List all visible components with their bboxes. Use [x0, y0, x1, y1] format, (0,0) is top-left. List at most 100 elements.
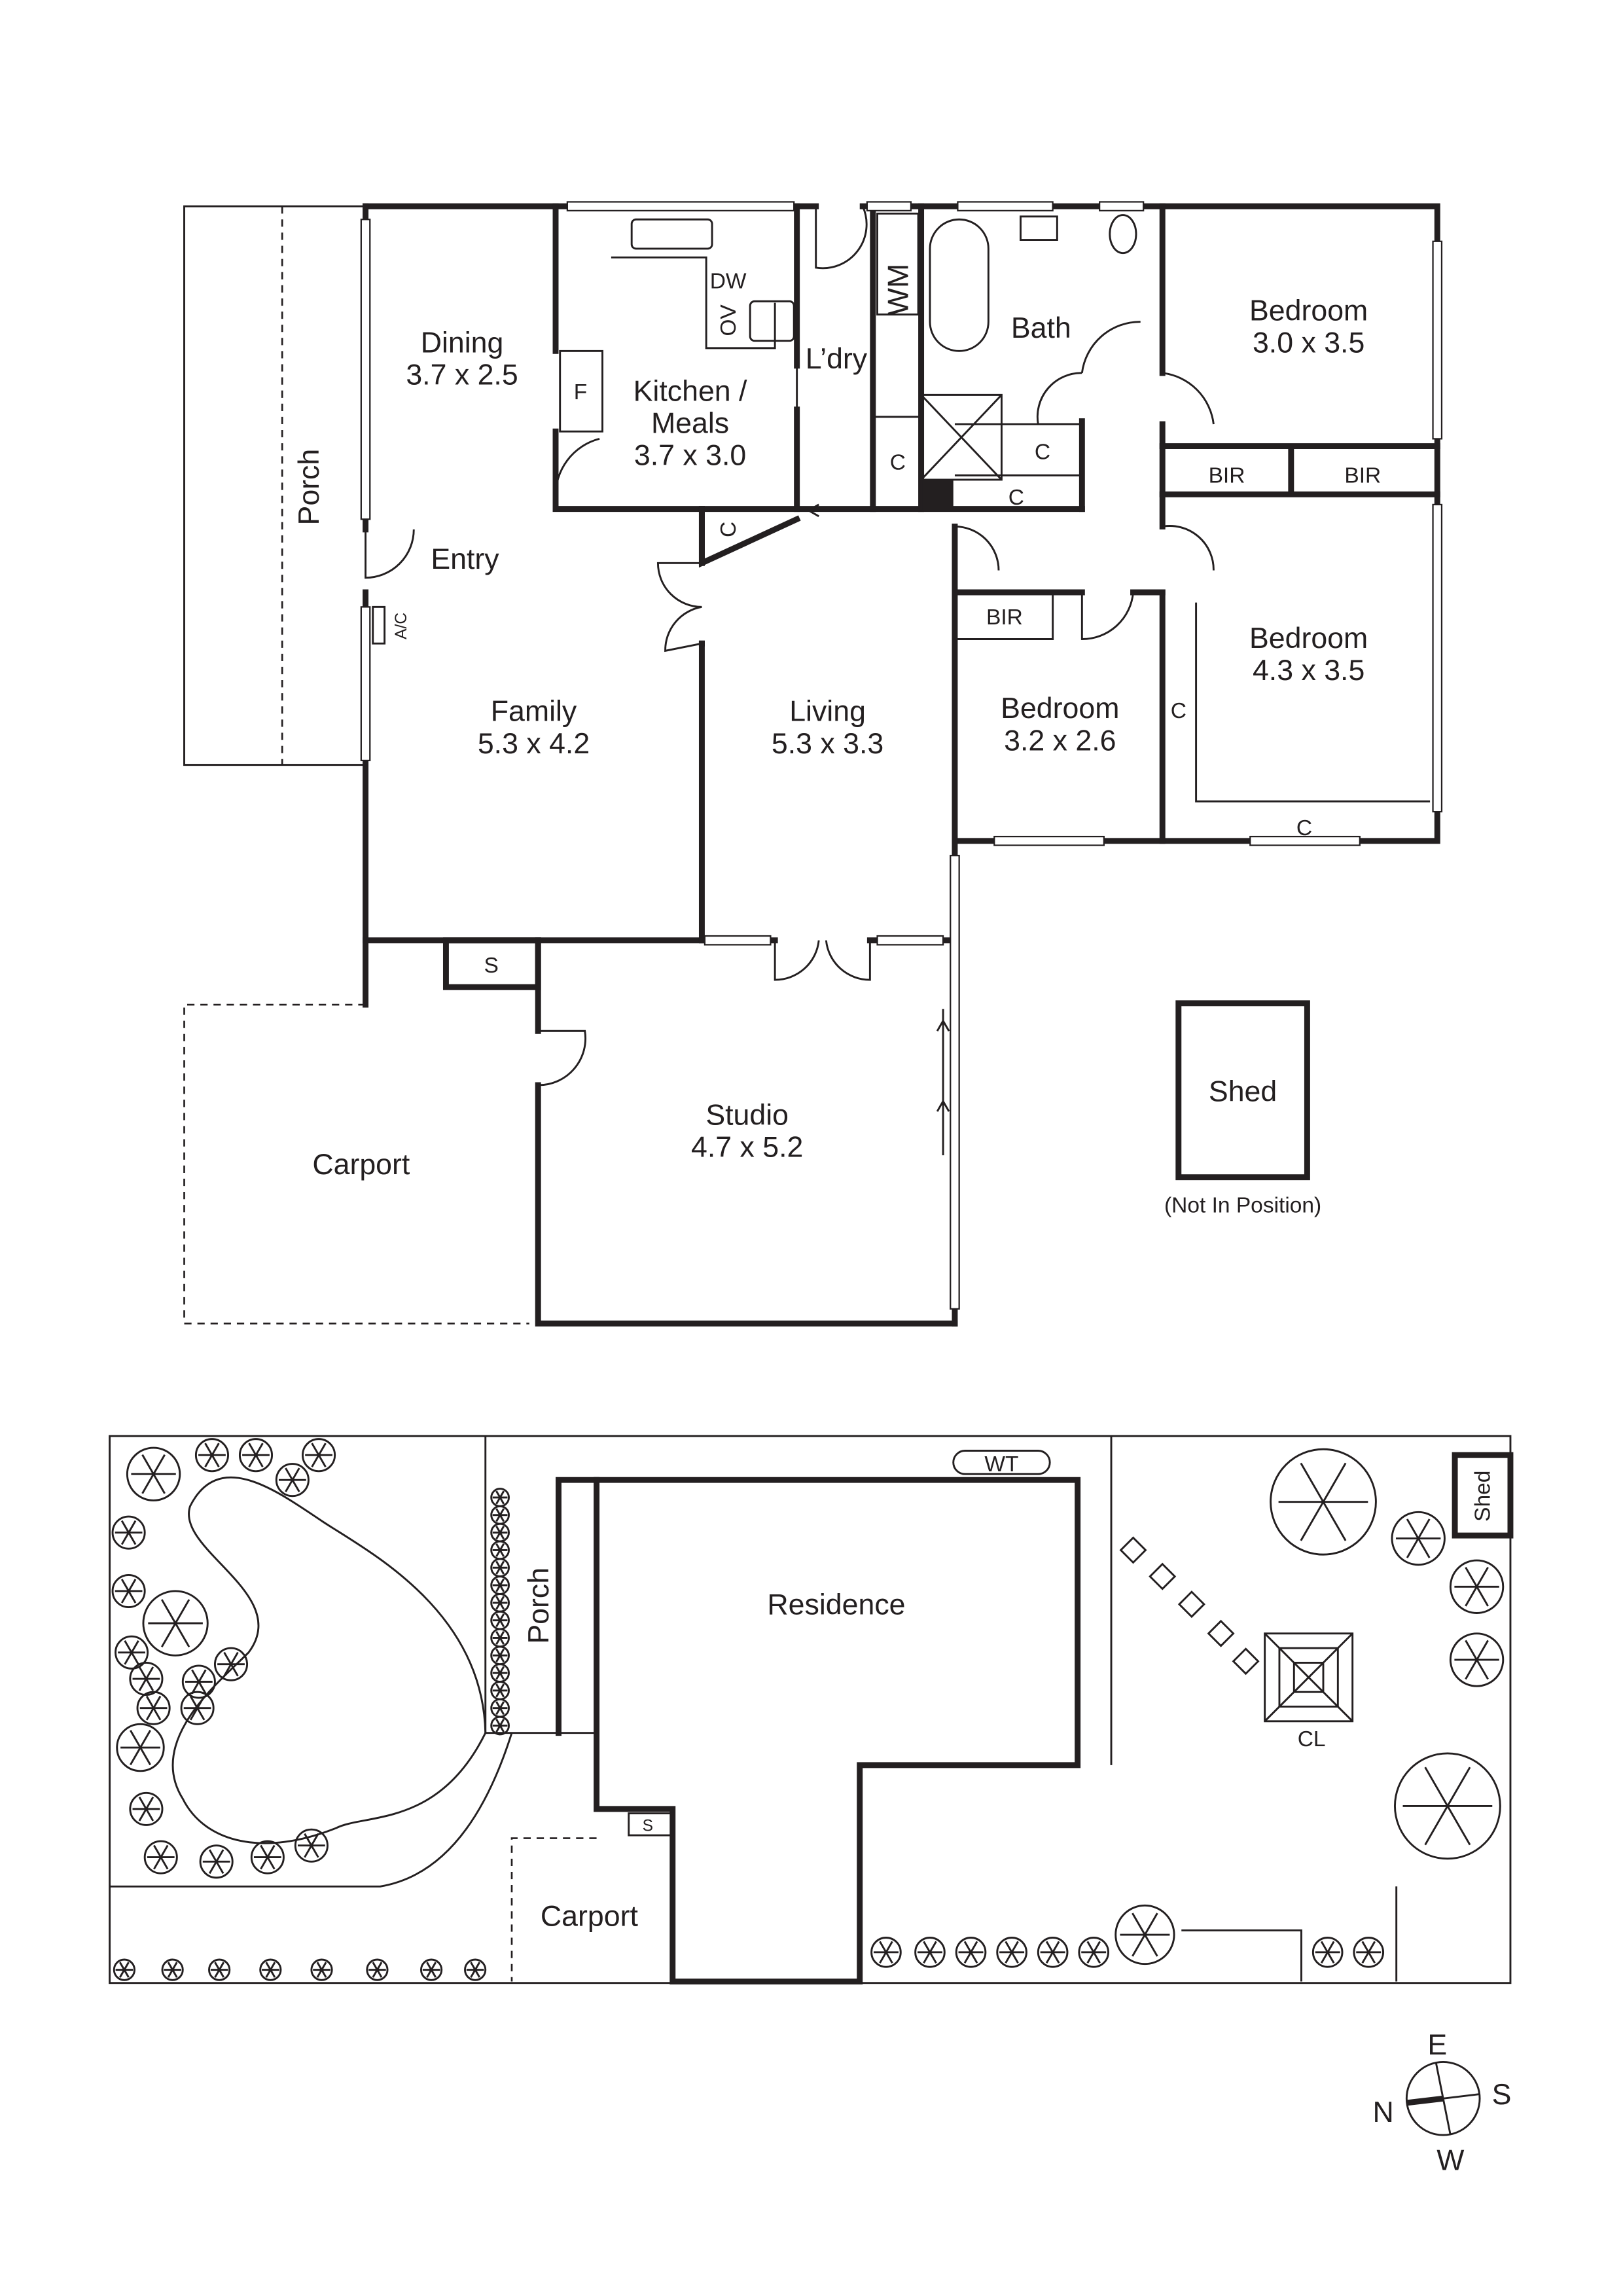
tree-icon: [1391, 1511, 1446, 1566]
tree-branch: [495, 1515, 501, 1522]
tree-branch: [495, 1613, 501, 1621]
tree-branch: [304, 1845, 313, 1858]
kitchen-label: Kitchen /: [633, 375, 747, 407]
tree-branch: [1476, 1640, 1489, 1660]
doors: [365, 206, 1215, 1086]
carport-outline: [183, 1003, 529, 1325]
tree-branch: [230, 1651, 239, 1665]
tree-branch: [211, 1443, 220, 1456]
tree-branch: [1476, 1659, 1489, 1680]
tree-branch: [1361, 1941, 1370, 1953]
tree-branch: [130, 1747, 141, 1766]
bedroom3-label: Bedroom: [1001, 692, 1119, 725]
tree-branch: [495, 1690, 501, 1698]
tree-branch: [130, 1729, 141, 1748]
tree-branch: [152, 1473, 166, 1494]
tree-branch: [970, 1952, 978, 1964]
tree-branch: [145, 1808, 154, 1821]
tree-branch: [470, 1962, 476, 1971]
tree-branch: [204, 1443, 213, 1456]
site-store-label: S: [643, 1817, 653, 1835]
site-boundary: [109, 1435, 1512, 1984]
room-labels: Porch Dining 3.7 x 2.5 Kitchen / Meals 3…: [293, 295, 1368, 1217]
tree-icon: [1449, 1559, 1505, 1614]
tree-branch: [499, 1578, 505, 1586]
fixture-labels: F DW OV WM C C C C C C BIR BIR BIR A/C S: [393, 264, 1381, 978]
tree-branch: [1476, 1586, 1489, 1607]
tree-branch: [1367, 1941, 1376, 1953]
tree-branch: [128, 1590, 137, 1604]
tree-branch: [963, 1952, 972, 1964]
tree-branch: [260, 1844, 269, 1858]
floor-plan: Porch Dining 3.7 x 2.5 Kitchen / Meals 3…: [183, 201, 1443, 1327]
tree-branch: [430, 1969, 437, 1978]
tree-icon: [366, 1958, 389, 1981]
tree-branch: [120, 1532, 130, 1545]
tree-branch: [223, 1651, 232, 1665]
tree-branch: [376, 1962, 383, 1971]
tree-branch: [499, 1619, 505, 1628]
tree-icon: [136, 1691, 171, 1725]
tree-branch: [495, 1526, 501, 1534]
tree-branch: [499, 1585, 505, 1592]
oven-label: OV: [717, 304, 741, 336]
tree-branch: [372, 1962, 378, 1971]
tree-branch: [1327, 1952, 1335, 1964]
tree-branch: [248, 1454, 257, 1468]
walls: [363, 203, 1440, 1327]
tree-branch: [218, 1969, 225, 1978]
tree-branch: [1424, 1767, 1449, 1807]
tree-branch: [248, 1443, 257, 1456]
tree-branch: [291, 1467, 300, 1480]
tree-branch: [128, 1532, 137, 1545]
tree-branch: [1005, 1941, 1013, 1953]
cupboard-label: C: [890, 450, 906, 475]
site-porch-label: Porch: [523, 1568, 555, 1644]
tree-icon: [310, 1958, 333, 1981]
tree-branch: [119, 1969, 126, 1978]
tree-icon: [111, 1573, 146, 1609]
tree-branch: [495, 1543, 501, 1551]
tree-branch: [119, 1962, 126, 1971]
tree-branch: [316, 1962, 323, 1971]
tree-branch: [499, 1725, 505, 1733]
tree-branch: [499, 1637, 505, 1645]
dining-label: Dining: [421, 327, 504, 359]
fridge-label: F: [574, 380, 587, 404]
tree-branch: [474, 1962, 481, 1971]
tree-branch: [1446, 1767, 1471, 1807]
tree-branch: [270, 1962, 276, 1971]
tree-branch: [223, 1663, 232, 1677]
bir-label: BIR: [1344, 463, 1381, 488]
tree-branch: [1132, 1934, 1146, 1957]
tree-icon: [870, 1937, 902, 1968]
tree-branch: [138, 1808, 147, 1821]
tree-branch: [1010, 1952, 1019, 1964]
tree-branch: [923, 1941, 931, 1953]
tree-branch: [499, 1549, 505, 1558]
tree-branch: [198, 1681, 207, 1695]
tree-branch: [499, 1490, 505, 1498]
tree-branch: [311, 1443, 320, 1456]
tree-branch: [1465, 1659, 1478, 1680]
compass-west: W: [1436, 2145, 1465, 2177]
site-shed-label: Shed: [1471, 1471, 1495, 1522]
tree-branch: [1322, 1501, 1347, 1541]
living-label: Living: [789, 696, 866, 728]
stepping-stones: [1119, 1536, 1260, 1676]
tree-branch: [1320, 1941, 1329, 1953]
tree-icon: [294, 1828, 329, 1863]
trees: [111, 1438, 1505, 1981]
bath-label: Bath: [1011, 312, 1071, 344]
tree-branch: [1320, 1952, 1329, 1964]
tree-branch: [495, 1648, 501, 1657]
site-plan: Residence Porch Carport Shed WT CL S: [109, 1435, 1514, 1984]
tree-branch: [198, 1669, 207, 1683]
tree-branch: [310, 1833, 319, 1846]
tree-branch: [285, 1467, 294, 1480]
clothesline-label: CL: [1298, 1727, 1326, 1751]
toilet-icon: [1109, 214, 1137, 255]
tree-branch: [499, 1701, 505, 1709]
tree-branch: [495, 1672, 501, 1680]
